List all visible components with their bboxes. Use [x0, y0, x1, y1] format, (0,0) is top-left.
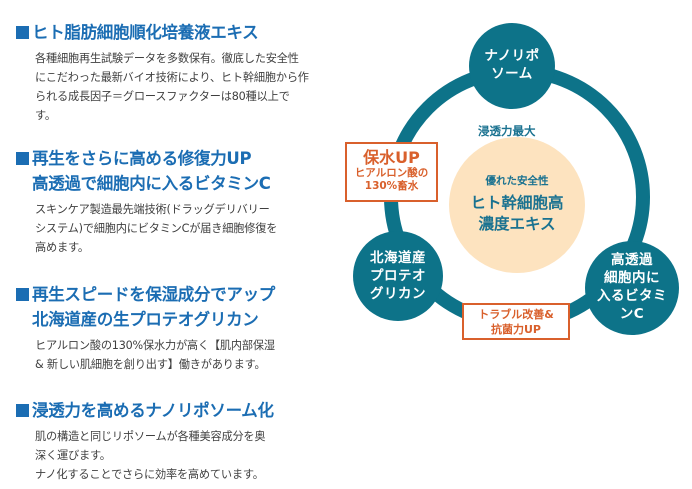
square-bullet-icon	[16, 288, 29, 301]
node-label-line: ンC	[619, 306, 645, 322]
node-label-line: ソーム	[491, 66, 533, 82]
feature-section-stem-cell-extract: ヒト脂肪細胞順化培養液エキス 各種細胞再生試験データを多数保有。徹底した安全性 …	[16, 20, 346, 125]
section-body: 肌の構造と同じリポソームが各種美容成分を奥 深く運びます。 ナノ化することでさら…	[16, 427, 346, 484]
node-label-line: 高透過	[611, 252, 653, 268]
heading-line: 北海道産の生プロテオグリカン	[32, 310, 259, 329]
ring-label-penetration: 浸透力最大	[478, 124, 536, 138]
body-line: & 新しい肌細胞を創り出す】働きがあります。	[35, 358, 266, 371]
heading-line: 浸透力を高めるナノリポソーム化	[32, 401, 274, 420]
tag-line: トラブル改善&	[478, 308, 554, 321]
heading-line: 再生スピードを保湿成分でアップ	[32, 285, 276, 304]
node-label-line: 入るビタミ	[597, 288, 667, 304]
feature-section-vitamin-c: 再生をさらに高める修復力UP 高透過で細胞内に入るビタミンC スキンケア製造最先…	[16, 146, 346, 257]
node-label-line: 細胞内に	[604, 270, 660, 286]
body-line: スキンケア製造最先端技術(ドラッグデリバリー	[35, 203, 270, 216]
center-circle	[449, 137, 585, 273]
node-circle-nanoliposome	[469, 23, 555, 109]
square-bullet-icon	[16, 152, 29, 165]
node-circle-vitamin-c	[585, 241, 679, 335]
node-label-vitamin-c: 高透過 細胞内に 入るビタミ ンC	[585, 251, 679, 323]
node-label-line: 北海道産	[370, 250, 426, 266]
tag-line: ヒアルロン酸の	[354, 167, 429, 179]
tag-line: 抗菌力UP	[491, 323, 541, 336]
square-bullet-icon	[16, 26, 29, 39]
heading-line: 再生をさらに高める修復力UP	[32, 149, 252, 168]
tag-line: 130%畜水	[364, 180, 419, 192]
body-line: す。	[35, 109, 56, 122]
node-label-line: ナノリポ	[484, 48, 540, 64]
cycle-ring	[384, 64, 650, 330]
section-body: 各種細胞再生試験データを多数保有。徹底した安全性 にこだわった最新バイオ技術によ…	[16, 49, 346, 125]
section-heading: ヒト脂肪細胞順化培養液エキス	[16, 20, 346, 45]
body-line: にこだわった最新バイオ技術により、ヒト幹細胞から作	[35, 71, 309, 84]
body-line: ナノ化することでさらに効率を高めています。	[35, 468, 264, 481]
section-heading: 浸透力を高めるナノリポソーム化	[16, 398, 346, 423]
node-label-nanoliposome: ナノリポ ソーム	[469, 47, 555, 83]
center-title-line: ヒト幹細胞高	[470, 194, 564, 212]
tag-title: 保水UP	[363, 148, 420, 167]
heading-line: ヒト脂肪細胞順化培養液エキス	[32, 23, 259, 42]
center-title-line: 濃度エキス	[478, 215, 556, 233]
section-heading: 再生をさらに高める修復力UP 高透過で細胞内に入るビタミンC	[16, 146, 346, 196]
heading-line: 高透過で細胞内に入るビタミンC	[32, 174, 271, 193]
body-line: 肌の構造と同じリポソームが各種美容成分を奥	[35, 430, 266, 443]
feature-section-nanoliposome: 浸透力を高めるナノリポソーム化 肌の構造と同じリポソームが各種美容成分を奥 深く…	[16, 398, 346, 484]
node-label-line: プロテオ	[370, 268, 426, 284]
node-circle-proteoglycan	[353, 231, 443, 321]
tag-moisture-up: 保水UP ヒアルロン酸の 130%畜水	[345, 142, 438, 202]
section-heading: 再生スピードを保湿成分でアップ 北海道産の生プロテオグリカン	[16, 282, 346, 332]
body-line: 高めます。	[35, 241, 89, 254]
section-body: ヒアルロン酸の130%保水力が高く【肌内部保湿 & 新しい肌細胞を創り出す】働き…	[16, 336, 346, 374]
body-line: ヒアルロン酸の130%保水力が高く【肌内部保湿	[35, 339, 275, 352]
body-line: 各種細胞再生試験データを多数保有。徹底した安全性	[35, 52, 299, 65]
body-line: 深く運びます。	[35, 449, 111, 462]
section-body: スキンケア製造最先端技術(ドラッグデリバリー システム)で細胞内にビタミンCが届…	[16, 200, 346, 257]
center-subtitle: 優れた安全性	[485, 175, 549, 187]
center-label: 優れた安全性 ヒト幹細胞高 濃度エキス	[449, 173, 585, 235]
node-label-line: グリカン	[370, 286, 426, 302]
square-bullet-icon	[16, 404, 29, 417]
node-label-proteoglycan: 北海道産 プロテオ グリカン	[353, 249, 443, 303]
feature-section-proteoglycan: 再生スピードを保湿成分でアップ 北海道産の生プロテオグリカン ヒアルロン酸の13…	[16, 282, 346, 374]
body-line: られる成長因子＝グロースファクターは80種以上で	[35, 90, 290, 103]
tag-trouble-improvement: トラブル改善& 抗菌力UP	[462, 303, 570, 340]
body-line: システム)で細胞内にビタミンCが届き細胞修復を	[35, 222, 278, 235]
